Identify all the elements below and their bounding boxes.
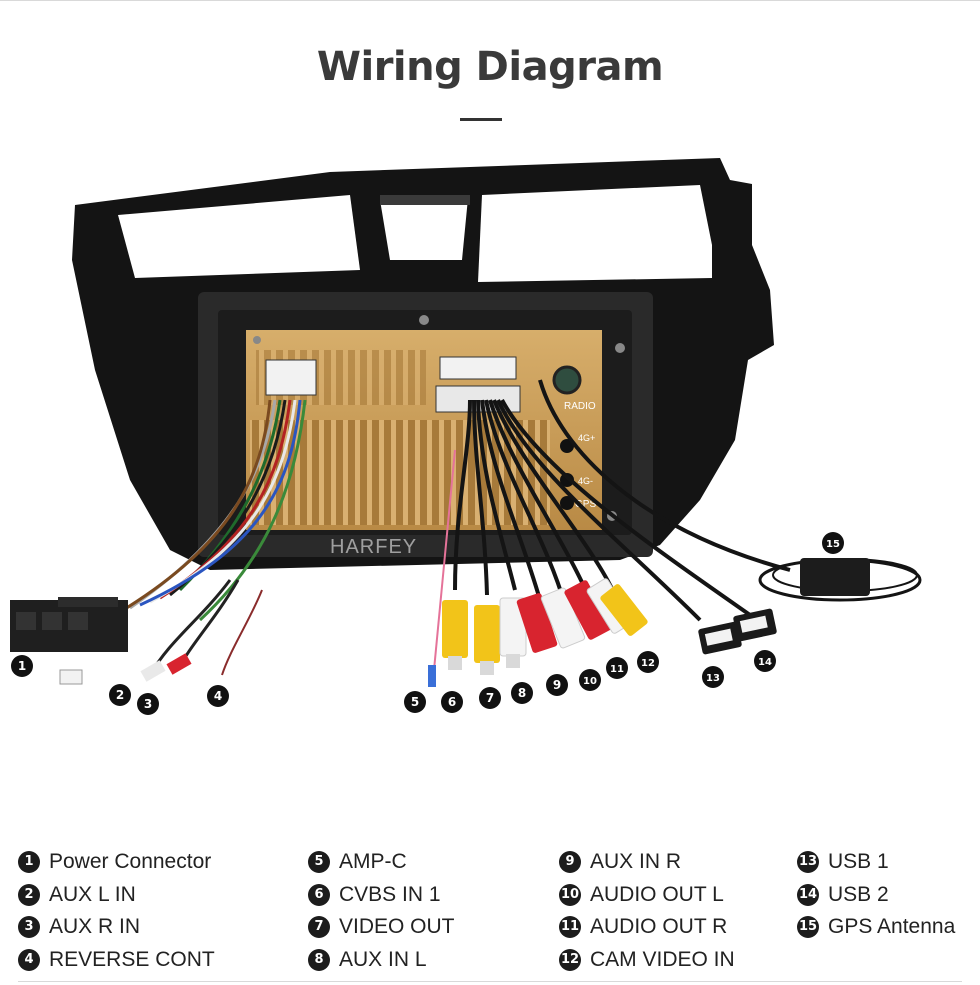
legend-item: 9 AUX IN R xyxy=(559,846,735,879)
callout-1: 1 xyxy=(18,659,26,673)
legend-column-2: 5 AMP-C 6 CVBS IN 1 7 VIDEO OUT 8 AUX IN L xyxy=(308,846,455,976)
callout-12-badge xyxy=(637,651,659,673)
legend-label: AMP-C xyxy=(339,850,407,874)
legend-label: REVERSE CONT xyxy=(49,947,215,971)
legend-item: 3 AUX R IN xyxy=(18,911,215,944)
callout-3-badge xyxy=(137,693,159,715)
legend-item: 8 AUX IN L xyxy=(308,944,455,977)
legend-label: USB 1 xyxy=(828,850,889,874)
callout-2: 2 xyxy=(116,688,124,702)
legend-item: 6 CVBS IN 1 xyxy=(308,879,455,912)
legend-badge: 9 xyxy=(559,851,581,874)
head-unit-illustration: RADIO 4G+ 4G- GPS xyxy=(10,158,922,715)
legend-badge: 10 xyxy=(559,883,581,906)
legend-badge: 3 xyxy=(18,916,40,939)
legend-badge: 7 xyxy=(308,916,330,939)
legend: 1 Power Connector 2 AUX L IN 3 AUX R IN 4 RE… xyxy=(0,846,980,976)
legend-item: 13 USB 1 xyxy=(797,846,955,879)
callout-10-badge xyxy=(579,669,601,691)
4g-plus-label: 4G+ xyxy=(578,433,595,443)
legend-column-4: 13 USB 1 14 USB 2 15 GPS Antenna xyxy=(797,846,955,944)
head-unit-photo: RADIO 4G+ 4G- GPS xyxy=(0,150,980,730)
gps-antenna xyxy=(758,558,922,602)
rca-bundle xyxy=(453,379,791,622)
legend-item: 10 AUDIO OUT L xyxy=(559,879,735,912)
legend-label: CAM VIDEO IN xyxy=(590,947,735,971)
legend-item: 12 CAM VIDEO IN xyxy=(559,944,735,977)
legend-item: 11 AUDIO OUT R xyxy=(559,911,735,944)
callout-2-badge xyxy=(109,684,131,706)
callout-6: 6 xyxy=(448,695,456,709)
callout-7-badge xyxy=(479,687,501,709)
radio-port-label: RADIO xyxy=(564,401,596,412)
callout-6-badge xyxy=(441,691,463,713)
legend-item: 4 REVERSE CONT xyxy=(18,944,215,977)
legend-item: 14 USB 2 xyxy=(797,879,955,912)
callout-8: 8 xyxy=(518,686,526,700)
legend-item: 5 AMP-C xyxy=(308,846,455,879)
legend-label: Power Connector xyxy=(49,850,212,874)
legend-badge: 5 xyxy=(308,851,330,874)
4g-minus-label: 4G- xyxy=(578,476,593,486)
usb-connectors xyxy=(698,608,777,655)
callout-10: 10 xyxy=(583,676,597,687)
legend-item: 2 AUX L IN xyxy=(18,879,215,912)
legend-label: AUX IN L xyxy=(339,947,427,971)
legend-badge: 2 xyxy=(18,883,40,906)
legend-badge: 6 xyxy=(308,883,330,906)
legend-badge: 13 xyxy=(797,851,819,874)
power-harness xyxy=(119,399,307,622)
watermark-text: HARFEY xyxy=(330,536,417,558)
legend-label: CVBS IN 1 xyxy=(339,882,441,906)
callout-9-badge xyxy=(546,674,568,696)
legend-badge: 1 xyxy=(18,851,40,874)
legend-badge: 12 xyxy=(559,948,581,971)
callout-13-badge xyxy=(702,666,724,688)
callout-12: 12 xyxy=(641,658,655,669)
legend-badge: 4 xyxy=(18,948,40,971)
callout-8-badge xyxy=(511,682,533,704)
amp-c-wire xyxy=(433,449,456,671)
legend-label: AUDIO OUT R xyxy=(590,915,728,939)
callout-5-badge xyxy=(404,691,426,713)
legend-label: VIDEO OUT xyxy=(339,915,455,939)
title-underline xyxy=(460,118,502,121)
callout-7: 7 xyxy=(486,691,494,705)
legend-column-3: 9 AUX IN R 10 AUDIO OUT L 11 AUDIO OUT R 12… xyxy=(559,846,735,976)
legend-badge: 11 xyxy=(559,916,581,939)
legend-badge: 8 xyxy=(308,948,330,971)
callout-13: 13 xyxy=(706,673,720,684)
legend-label: GPS Antenna xyxy=(828,915,956,939)
rca-plugs xyxy=(442,578,648,675)
left-rca-pair xyxy=(59,579,263,685)
legend-item: 15 GPS Antenna xyxy=(797,911,955,944)
legend-label: AUX R IN xyxy=(49,915,141,939)
legend-column-1: 1 Power Connector 2 AUX L IN 3 AUX R IN 4 RE… xyxy=(18,846,215,976)
callout-15-badge xyxy=(822,532,844,554)
amp-c-tip xyxy=(428,665,436,687)
page-title: Wiring Diagram xyxy=(316,44,664,90)
callout-5: 5 xyxy=(411,695,419,709)
callout-1-badge xyxy=(11,655,33,677)
top-divider xyxy=(0,0,980,1)
callout-4: 4 xyxy=(214,689,222,703)
callout-14: 14 xyxy=(758,657,772,668)
legend-item: 1 Power Connector xyxy=(18,846,215,879)
legend-label: AUDIO OUT L xyxy=(590,882,724,906)
legend-label: USB 2 xyxy=(828,882,889,906)
callout-11-badge xyxy=(606,657,628,679)
legend-item: 7 VIDEO OUT xyxy=(308,911,455,944)
legend-badge: 15 xyxy=(797,916,819,939)
callout-4-badge xyxy=(207,685,229,707)
callout-11: 11 xyxy=(610,664,624,675)
callout-14-badge xyxy=(754,650,776,672)
legend-badge: 14 xyxy=(797,883,819,906)
legend-label: AUX IN R xyxy=(590,850,682,874)
callout-15: 15 xyxy=(826,539,840,550)
callout-9: 9 xyxy=(553,678,561,692)
gps-port-label: GPS xyxy=(575,499,596,510)
bottom-divider xyxy=(18,981,962,982)
legend-label: AUX L IN xyxy=(49,882,136,906)
callout-3: 3 xyxy=(144,697,152,711)
